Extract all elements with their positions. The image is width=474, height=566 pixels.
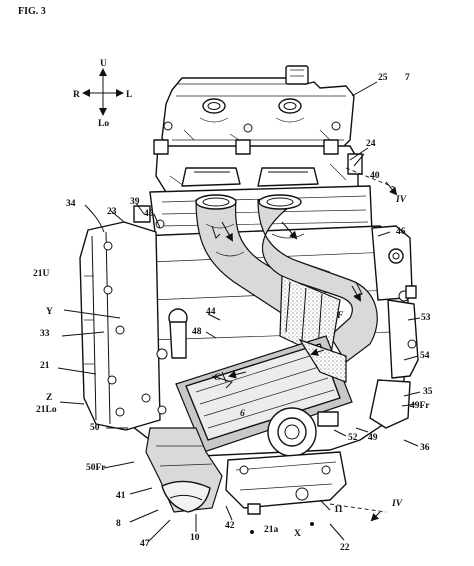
label-25: 25 bbox=[378, 73, 388, 83]
dir-left: L bbox=[126, 90, 132, 100]
oil-filter bbox=[267, 407, 317, 457]
leader-lines bbox=[57, 81, 421, 543]
label-21: 21 bbox=[40, 361, 50, 371]
section-line-iv bbox=[329, 167, 398, 522]
label-48: 48 bbox=[192, 327, 202, 337]
label-33: 33 bbox=[40, 329, 50, 339]
label-21Lo: 21Lo bbox=[36, 405, 57, 415]
flow-arrows bbox=[221, 221, 361, 379]
label-47: 47 bbox=[140, 539, 150, 549]
label-10: 10 bbox=[190, 533, 200, 543]
label-35: 35 bbox=[423, 387, 433, 397]
label-Y: Y bbox=[46, 307, 53, 317]
sensor-boss bbox=[156, 308, 188, 360]
label-50: 50 bbox=[90, 423, 100, 433]
label-Z: Z bbox=[46, 393, 52, 403]
label-44: 44 bbox=[206, 307, 216, 317]
generator-cover bbox=[79, 205, 161, 431]
label-X: X bbox=[294, 529, 301, 539]
label-6: 6 bbox=[240, 409, 245, 419]
dir-right: R bbox=[73, 90, 80, 100]
label-22: 22 bbox=[340, 543, 350, 553]
cylinder-head-cover bbox=[161, 65, 355, 151]
label-53: 53 bbox=[421, 313, 431, 323]
label-8: 8 bbox=[116, 519, 121, 529]
brackets bbox=[141, 153, 417, 427]
label-36: 36 bbox=[420, 443, 430, 453]
cylinder-head bbox=[153, 139, 359, 193]
label-42: 42 bbox=[225, 521, 235, 531]
direction-indicator: U Lo R L bbox=[73, 59, 132, 129]
label-iv-bottom: IV bbox=[391, 499, 403, 509]
label-7: 7 bbox=[405, 73, 410, 83]
label-40: 40 bbox=[370, 171, 380, 181]
reference-markers bbox=[250, 522, 314, 534]
dir-down: Lo bbox=[98, 119, 109, 129]
label-C: C bbox=[214, 373, 221, 383]
figure-title: FIG. 3 bbox=[18, 6, 46, 17]
label-F: F bbox=[336, 311, 344, 321]
label-21a: 21a bbox=[264, 525, 279, 535]
downpipe bbox=[145, 427, 223, 513]
label-49: 49 bbox=[368, 433, 378, 443]
label-39: 39 bbox=[130, 197, 140, 207]
catalyst-case bbox=[175, 335, 353, 453]
label-52: 52 bbox=[348, 433, 358, 443]
label-46: 46 bbox=[396, 227, 406, 237]
label-iv-top: IV bbox=[395, 195, 407, 205]
label-45: 45 bbox=[144, 209, 154, 219]
label-23: 23 bbox=[107, 207, 117, 217]
reference-numerals: 25 7 24 40 IV 34 23 39 45 46 21U Y 33 44… bbox=[33, 73, 433, 553]
engine-drawing bbox=[79, 65, 419, 534]
label-49Fr: 49Fr bbox=[410, 401, 430, 411]
label-34: 34 bbox=[66, 199, 76, 209]
dir-up: U bbox=[100, 59, 107, 69]
label-11: 11 bbox=[334, 505, 343, 515]
label-54: 54 bbox=[420, 351, 430, 361]
label-24: 24 bbox=[366, 139, 376, 149]
label-50Fr: 50Fr bbox=[86, 463, 106, 473]
oil-pan bbox=[225, 451, 347, 515]
label-21U: 21U bbox=[33, 269, 50, 279]
label-41: 41 bbox=[116, 491, 126, 501]
